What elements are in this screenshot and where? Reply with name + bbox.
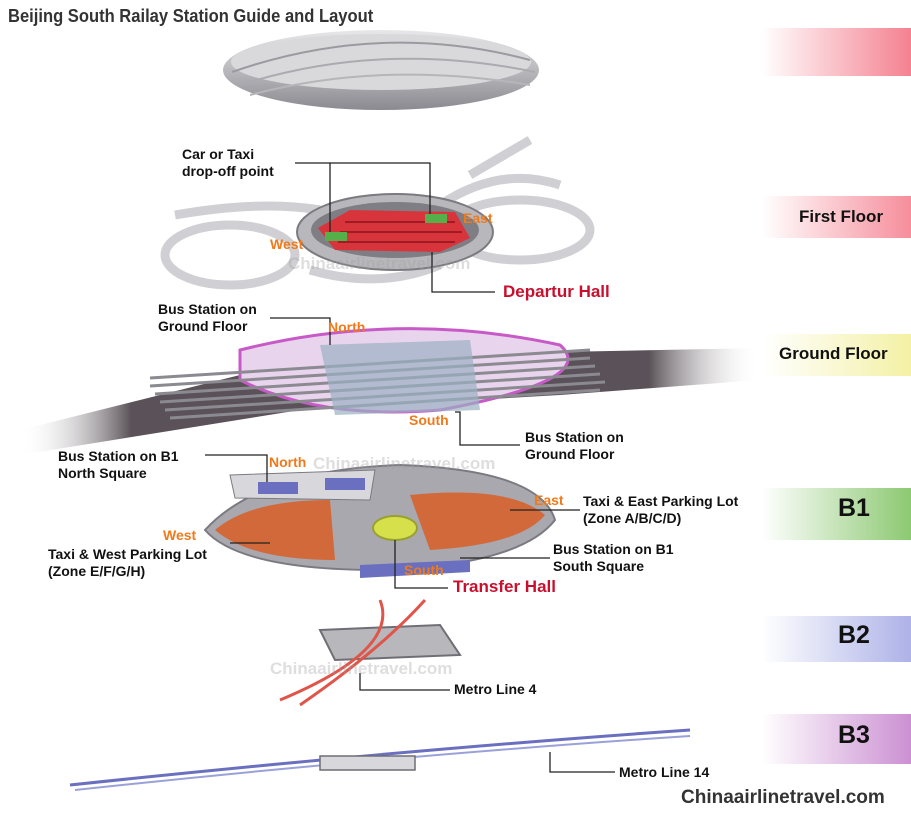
- bus-station-ground-south-label: Bus Station on Ground Floor: [525, 429, 624, 462]
- watermark: Chinaairlinetravel.com: [288, 254, 471, 273]
- b1-west-label: West: [163, 527, 197, 543]
- b2-metro-line-4: [279, 598, 462, 707]
- b1-north-label: North: [269, 454, 307, 470]
- bus-station-b1-north-label: Bus Station on B1 North Square: [58, 448, 179, 481]
- b1-title: B1: [838, 494, 870, 522]
- b1-south-label: South: [404, 562, 444, 578]
- first-floor-roads: [160, 136, 595, 290]
- dropoff-label: Car or Taxi drop-off point: [182, 146, 274, 179]
- leader-lines: [205, 162, 615, 773]
- ground-floor-band: [762, 334, 911, 376]
- metro-line-4-label: Metro Line 4: [454, 681, 537, 697]
- b2-title: B2: [838, 621, 870, 649]
- b3-metro-line-14: [69, 728, 691, 791]
- b1-east-label: East: [534, 492, 564, 508]
- departure-hall-floor: [296, 193, 494, 271]
- station-roof: [223, 30, 539, 110]
- page-title: Beijing South Railay Station Guide and L…: [8, 6, 374, 26]
- first-floor-band-lower: [762, 196, 911, 238]
- ground-floor-tracks: [20, 327, 760, 455]
- first-floor-title: First Floor: [799, 207, 884, 226]
- south-label: South: [409, 412, 449, 428]
- b3-title: B3: [838, 721, 870, 749]
- west-label: West: [270, 236, 304, 252]
- b3-band: [762, 714, 911, 764]
- b1-band: [762, 488, 911, 540]
- bus-station-b1-south-label: Bus Station on B1 South Square: [553, 541, 674, 574]
- north-label: North: [328, 319, 366, 335]
- first-floor-band: [762, 28, 911, 76]
- watermark: Chinaairlinetravel.com: [270, 659, 453, 678]
- departure-hall-label: Departur Hall: [503, 282, 610, 301]
- brand-watermark: Chinaairlinetravel.com: [681, 787, 885, 808]
- metro-line-14-label: Metro Line 14: [619, 764, 710, 780]
- bus-station-ground-north-label: Bus Station on Ground Floor: [158, 301, 257, 334]
- west-parking-label: Taxi & West Parking Lot (Zone E/F/G/H): [48, 546, 207, 579]
- ground-floor-title: Ground Floor: [779, 344, 888, 363]
- east-parking-label: Taxi & East Parking Lot (Zone A/B/C/D): [583, 493, 739, 526]
- b2-band: [762, 616, 911, 662]
- east-label: East: [463, 210, 493, 226]
- transfer-hall-label: Transfer Hall: [453, 577, 556, 596]
- watermark: Chinaairlinetravel.com: [313, 454, 496, 473]
- b1-floor: [203, 463, 557, 578]
